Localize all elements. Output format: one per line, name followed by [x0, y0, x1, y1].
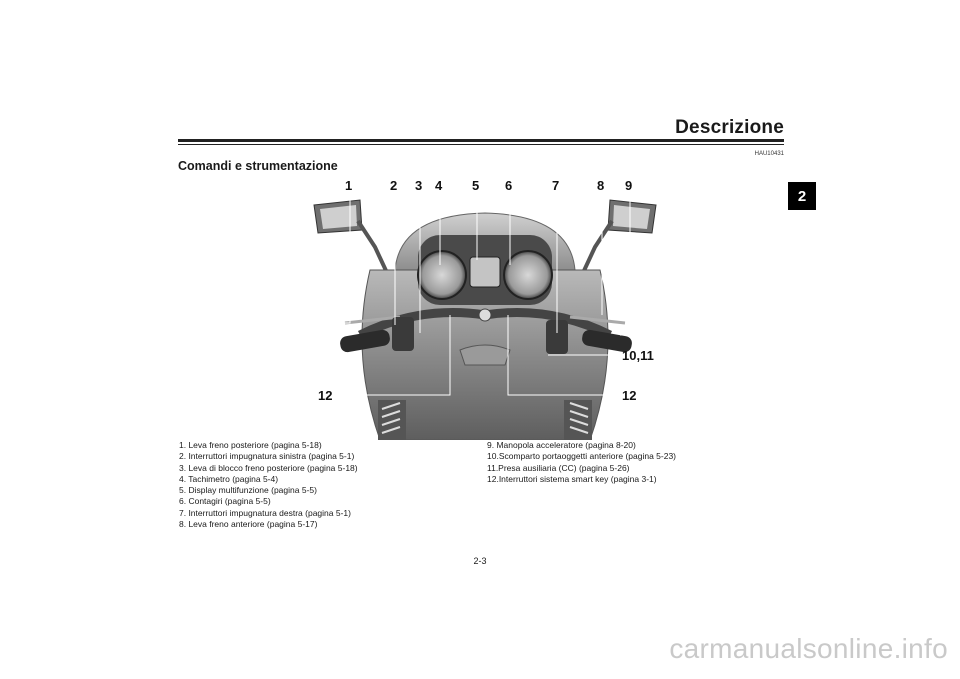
center-knob	[478, 308, 492, 322]
legend-left: 1. Leva freno posteriore (pagina 5-18) 2…	[179, 440, 479, 530]
right-floor-vent	[564, 400, 592, 440]
header-rule-thin	[178, 144, 784, 145]
speedometer-gauge	[417, 250, 467, 300]
page-header-title: Descrizione	[675, 117, 784, 138]
callout-7: 7	[552, 178, 559, 193]
callout-6: 6	[505, 178, 512, 193]
callout-5: 5	[472, 178, 479, 193]
callout-12-right: 12	[622, 388, 636, 403]
right-grip	[582, 329, 632, 353]
legend-item: 8. Leva freno anteriore (pagina 5-17)	[179, 519, 318, 530]
document-code: HAU10431	[754, 151, 784, 157]
legend-item: 4. Tachimetro (pagina 5-4)	[179, 473, 279, 484]
right-mirror	[580, 199, 657, 276]
front-pocket	[459, 344, 511, 366]
callout-1: 1	[345, 178, 352, 193]
scooter-illustration: 1 2 3 4 5 6 7 8 9 10,11 12 12	[313, 178, 657, 440]
leader-lines	[340, 195, 631, 396]
front-brake-lever	[569, 315, 626, 325]
callout-4: 4	[435, 178, 443, 193]
legend-item: 7. Interruttori impugnatura destra (pagi…	[179, 507, 351, 518]
legend-item: 2. Interruttori impugnatura sinistra (pa…	[179, 451, 355, 462]
legend-item: 12.Interruttori sistema smart key (pagin…	[487, 473, 657, 484]
callout-12-left: 12	[318, 388, 332, 403]
left-floor-vent	[378, 400, 406, 440]
chapter-tab[interactable]: 2	[788, 182, 816, 210]
header-rule	[178, 139, 784, 142]
left-grip	[340, 329, 390, 353]
tachometer-gauge	[503, 250, 553, 300]
section-title: Comandi e strumentazione	[178, 159, 338, 173]
legend-right: 9. Manopola acceleratore (pagina 8-20) 1…	[487, 440, 787, 485]
legend-item: 9. Manopola acceleratore (pagina 8-20)	[487, 440, 636, 450]
page-number: 2-3	[473, 556, 487, 566]
callout-9: 9	[625, 178, 632, 193]
callout-8: 8	[597, 178, 604, 193]
watermark: carmanualsonline.info	[669, 633, 948, 664]
rear-brake-lever	[344, 315, 401, 325]
legend-item: 1. Leva freno posteriore (pagina 5-18)	[179, 440, 322, 450]
legend-item: 6. Contagiri (pagina 5-5)	[179, 496, 271, 507]
legend-item: 10.Scomparto portaoggetti anteriore (pag…	[487, 451, 677, 462]
left-switch-housing	[392, 317, 414, 351]
scooter-controls-figure: 1 2 3 4 5 6 7 8 9 10,11 12 12	[300, 175, 670, 440]
left-mirror	[313, 199, 390, 276]
callout-10-11: 10,11	[622, 348, 654, 363]
callout-3: 3	[415, 178, 422, 193]
right-switch-housing	[546, 320, 568, 354]
legend-item: 3. Leva di blocco freno posteriore (pagi…	[179, 462, 358, 473]
multifunction-display	[469, 256, 501, 288]
legend-item: 11.Presa ausiliaria (CC) (pagina 5-26)	[487, 462, 630, 473]
callout-2: 2	[390, 178, 397, 193]
legend-item: 5. Display multifunzione (pagina 5-5)	[179, 485, 317, 496]
